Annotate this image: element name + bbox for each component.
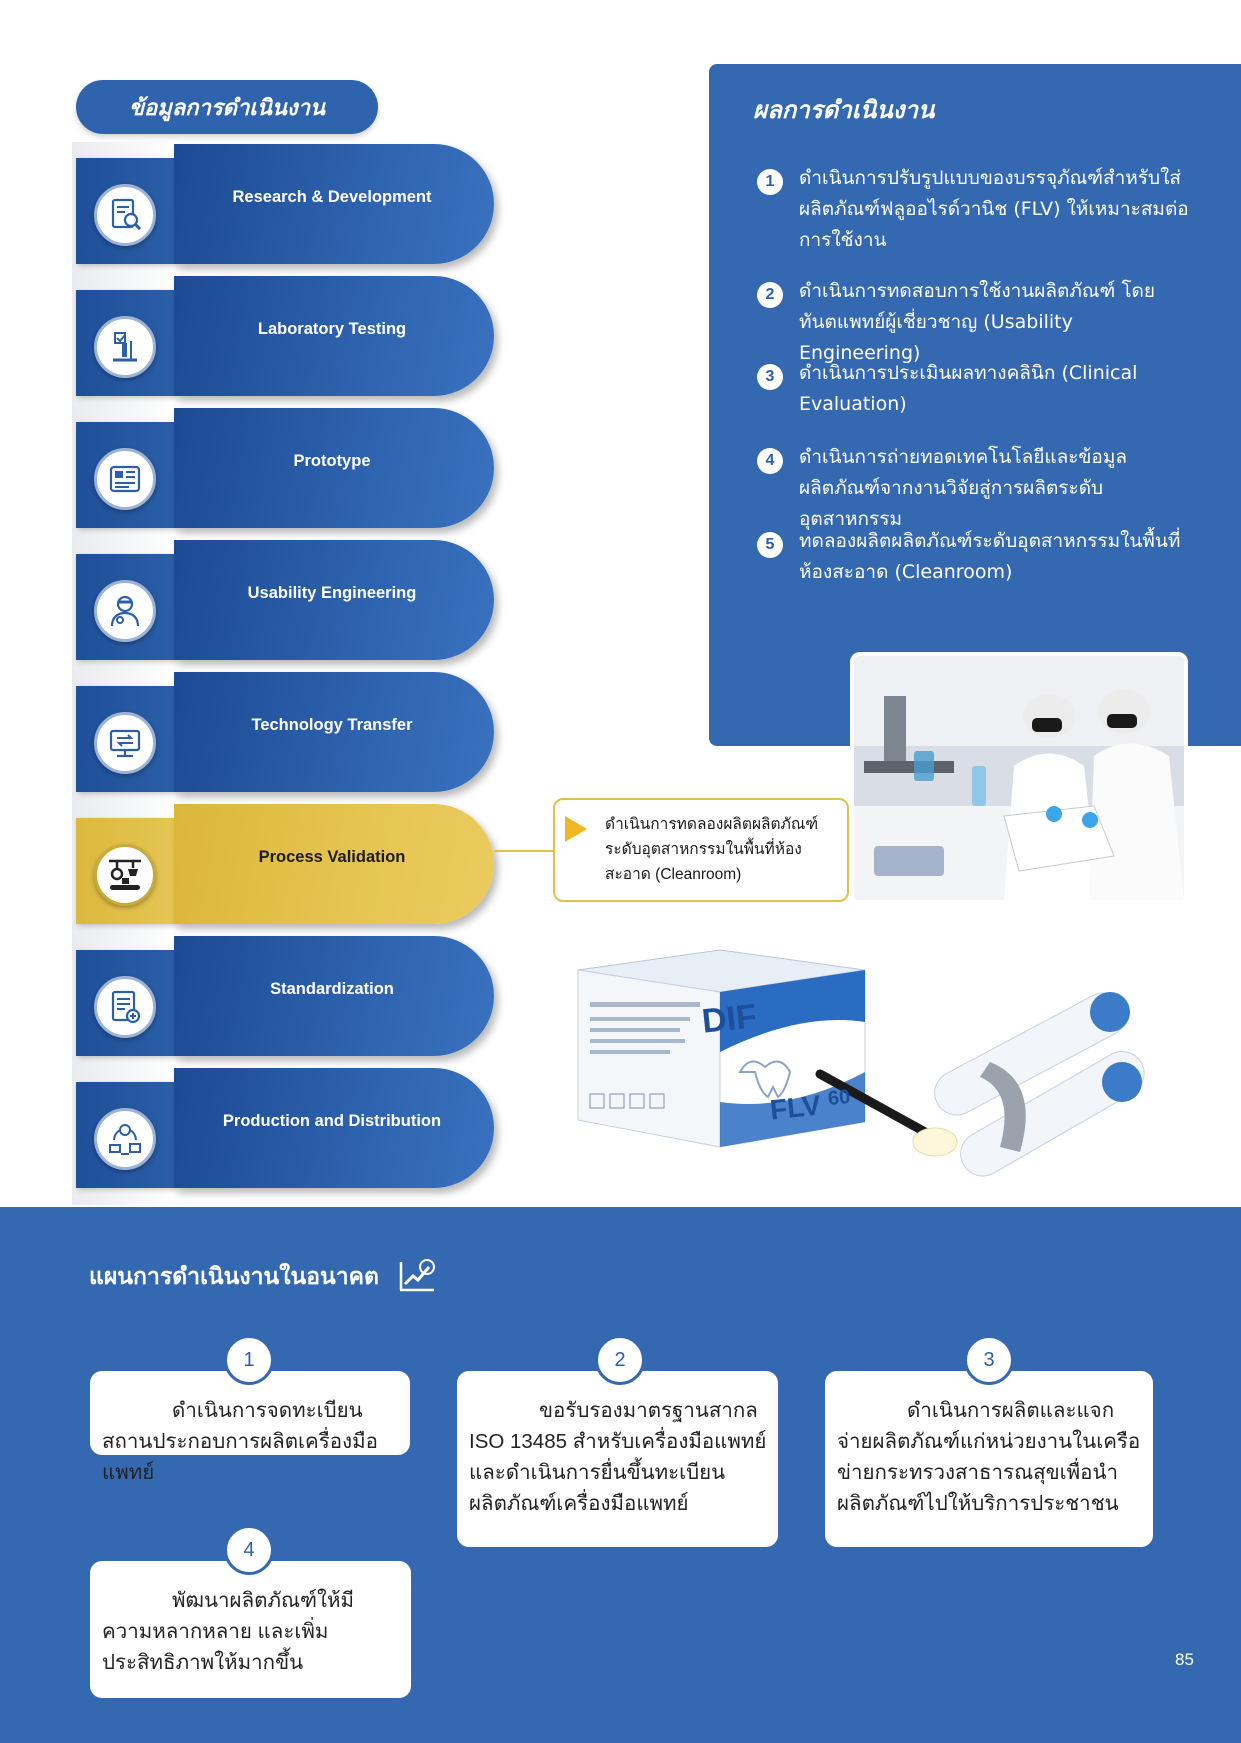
step-label: Laboratory Testing — [257, 320, 407, 338]
plan-card: ดำเนินการผลิตและแจกจ่ายผลิตภัณฑ์แก่หน่วย… — [825, 1371, 1153, 1547]
microscope-icon — [94, 316, 156, 378]
step-label: Research & Development — [232, 188, 432, 206]
growth-chart-icon — [397, 1257, 437, 1299]
distribution-cycle-icon — [94, 1108, 156, 1170]
plan-badge: 4 — [224, 1525, 274, 1575]
callout-connector — [494, 850, 553, 852]
callout-box: ดำเนินการทดลองผลิตผลิตภัณฑ์ระดับอุตสาหกร… — [553, 798, 849, 902]
step-usability-engineering[interactable]: Usability Engineering — [76, 538, 494, 660]
computer-transfer-icon — [94, 712, 156, 774]
page-number: 85 — [1175, 1650, 1194, 1669]
product-code-label: FLV — [768, 1089, 823, 1126]
plan-card: ดำเนินการจดทะเบียนสถานประกอบการผลิตเครื่… — [90, 1371, 410, 1484]
lab-photo — [850, 652, 1188, 904]
plan-badge: 3 — [964, 1335, 1014, 1385]
step-production-distribution[interactable]: Production and Distribution — [76, 1066, 494, 1188]
results-title: ผลการดำเนินงาน — [753, 97, 935, 124]
plan-card: พัฒนาผลิตภัณฑ์ให้มีความหลากหลาย และเพิ่ม… — [90, 1561, 411, 1698]
plan-card: ขอรับรองมาตรฐานสากล ISO 13485 สำหรับเครื… — [457, 1371, 778, 1547]
document-search-icon — [94, 184, 156, 246]
plan-title: แผนการดำเนินงานในอนาคต — [89, 1257, 437, 1299]
plan-badge: 2 — [595, 1335, 645, 1385]
step-research-development[interactable]: Research & Development — [76, 142, 494, 264]
play-arrow-icon — [565, 816, 587, 842]
step-label: Production and Distribution — [222, 1112, 442, 1130]
product-count: 60 — [826, 1085, 852, 1111]
assembly-line-icon — [94, 844, 156, 906]
step-label: Process Validation — [258, 848, 406, 866]
step-label: Prototype — [293, 452, 371, 470]
doctor-icon — [94, 580, 156, 642]
results-panel: ผลการดำเนินงาน 1 ดำเนินการปรับรูปแบบของบ… — [709, 64, 1241, 746]
product-brand-label: DIF — [700, 997, 759, 1041]
step-label: Technology Transfer — [251, 716, 413, 734]
step-laboratory-testing[interactable]: Laboratory Testing — [76, 274, 494, 396]
info-header: ข้อมูลการดำเนินงาน — [76, 80, 378, 134]
blueprint-icon — [94, 448, 156, 510]
step-label: Standardization — [270, 980, 394, 998]
checklist-icon — [94, 976, 156, 1038]
future-plan-section: แผนการดำเนินงานในอนาคต 1 ดำเนินการจดทะเบ… — [0, 1207, 1241, 1743]
product-image: DIF FLV DIF ฟลูออไรด์วานิช FLV 60 — [570, 942, 1170, 1182]
step-prototype[interactable]: Prototype — [76, 406, 494, 528]
step-technology-transfer[interactable]: Technology Transfer — [76, 670, 494, 792]
step-standardization[interactable]: Standardization — [76, 934, 494, 1056]
plan-badge: 1 — [224, 1335, 274, 1385]
step-process-validation[interactable]: Process Validation — [76, 802, 494, 924]
step-label: Usability Engineering — [247, 584, 417, 602]
